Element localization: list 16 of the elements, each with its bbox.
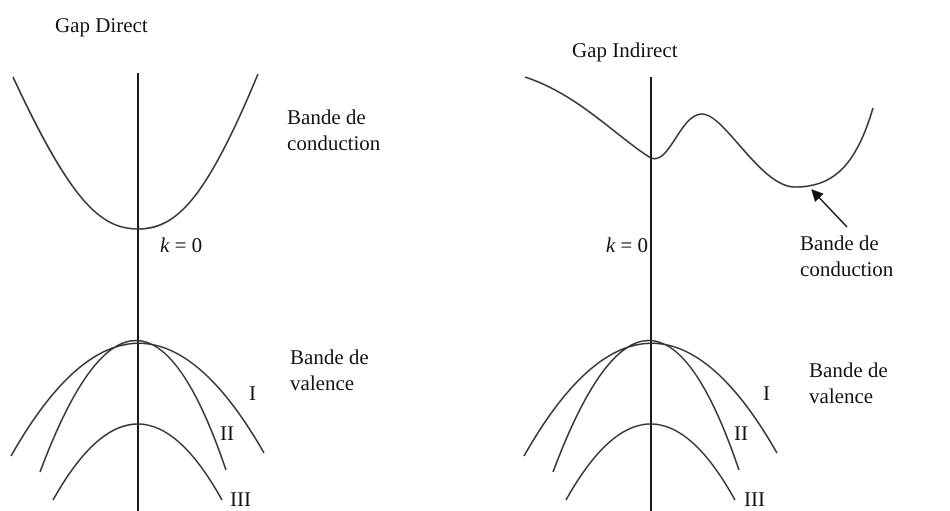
wavevector-label: k = 0 [160, 232, 204, 258]
leader-arrow [811, 189, 848, 228]
band-label: Bande de valence [809, 357, 889, 409]
band-number: II [220, 420, 235, 446]
wavevector-label: k = 0 [604, 232, 648, 258]
panel-title: Gap Direct [55, 12, 149, 38]
conduction-band-curve [524, 76, 874, 188]
band-number: II [734, 420, 749, 446]
band-number: I [763, 380, 771, 406]
band-label: Bande de conduction [800, 230, 945, 282]
band-number: III [230, 486, 252, 511]
band-number: III [744, 486, 766, 511]
band-number: I [249, 380, 257, 406]
band-label: Bande de conduction [287, 104, 382, 156]
band-label: Bande de valence [290, 344, 370, 396]
panel-title: Gap Indirect [572, 37, 679, 63]
